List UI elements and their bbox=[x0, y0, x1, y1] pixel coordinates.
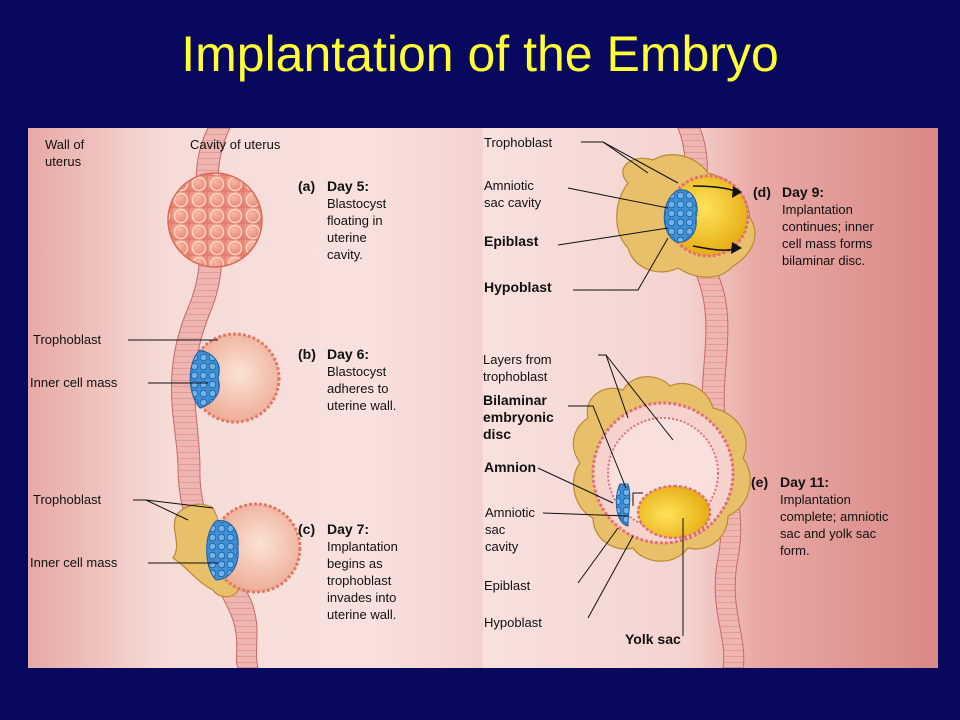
blastocyst-day6 bbox=[189, 332, 281, 424]
label-d-hypoblast: Hypoblast bbox=[484, 279, 552, 295]
label-cavity-of-uterus: Cavity of uterus bbox=[190, 137, 281, 152]
caption-stage-b: (b)Day 6: Blastocyst adheres to uterine … bbox=[298, 346, 397, 413]
label-e-layers-from-trophoblast: Layers from trophoblast bbox=[483, 352, 552, 384]
label-c-trophoblast: Trophoblast bbox=[33, 492, 102, 507]
blastocyst-day7 bbox=[172, 502, 302, 598]
slide-title: Implantation of the Embryo bbox=[181, 26, 779, 82]
label-e-yolk-sac: Yolk sac bbox=[625, 631, 681, 647]
label-e-amnion: Amnion bbox=[484, 459, 537, 475]
implantation-illustration bbox=[28, 128, 938, 668]
blastocyst-day5 bbox=[167, 172, 263, 268]
implantation-figure: Wall of uterus Cavity of uterus Trophobl… bbox=[28, 128, 938, 668]
label-d-amniotic-sac-cavity: Amniotic sac cavity bbox=[484, 178, 542, 210]
caption-stage-e: (e)Day 11: Implantation complete; amniot… bbox=[751, 474, 889, 558]
embryo-day9 bbox=[616, 154, 756, 278]
label-e-bilaminar-embryonic-disc: Bilaminar embryonic disc bbox=[483, 392, 554, 442]
caption-stage-a: (a)Day 5: Blastocyst floating in uterine… bbox=[298, 178, 387, 262]
label-d-trophoblast: Trophoblast bbox=[484, 135, 553, 150]
label-c-inner-cell-mass: Inner cell mass bbox=[30, 555, 118, 570]
label-e-epiblast: Epiblast bbox=[484, 578, 531, 593]
leader-lines bbox=[128, 141, 684, 636]
caption-stage-c: (c)Day 7: Implantation begins as trophob… bbox=[298, 521, 398, 622]
label-b-inner-cell-mass: Inner cell mass bbox=[30, 375, 118, 390]
label-wall-of-uterus: Wall of uterus bbox=[45, 137, 85, 169]
label-e-hypoblast: Hypoblast bbox=[484, 615, 542, 630]
label-b-trophoblast: Trophoblast bbox=[33, 332, 102, 347]
embryo-day11 bbox=[572, 376, 751, 562]
label-e-amniotic-sac-cavity: Amniotic sac cavity bbox=[485, 505, 535, 554]
label-d-epiblast: Epiblast bbox=[484, 233, 539, 249]
caption-stage-d: (d)Day 9: Implantation continues; inner … bbox=[753, 184, 874, 268]
